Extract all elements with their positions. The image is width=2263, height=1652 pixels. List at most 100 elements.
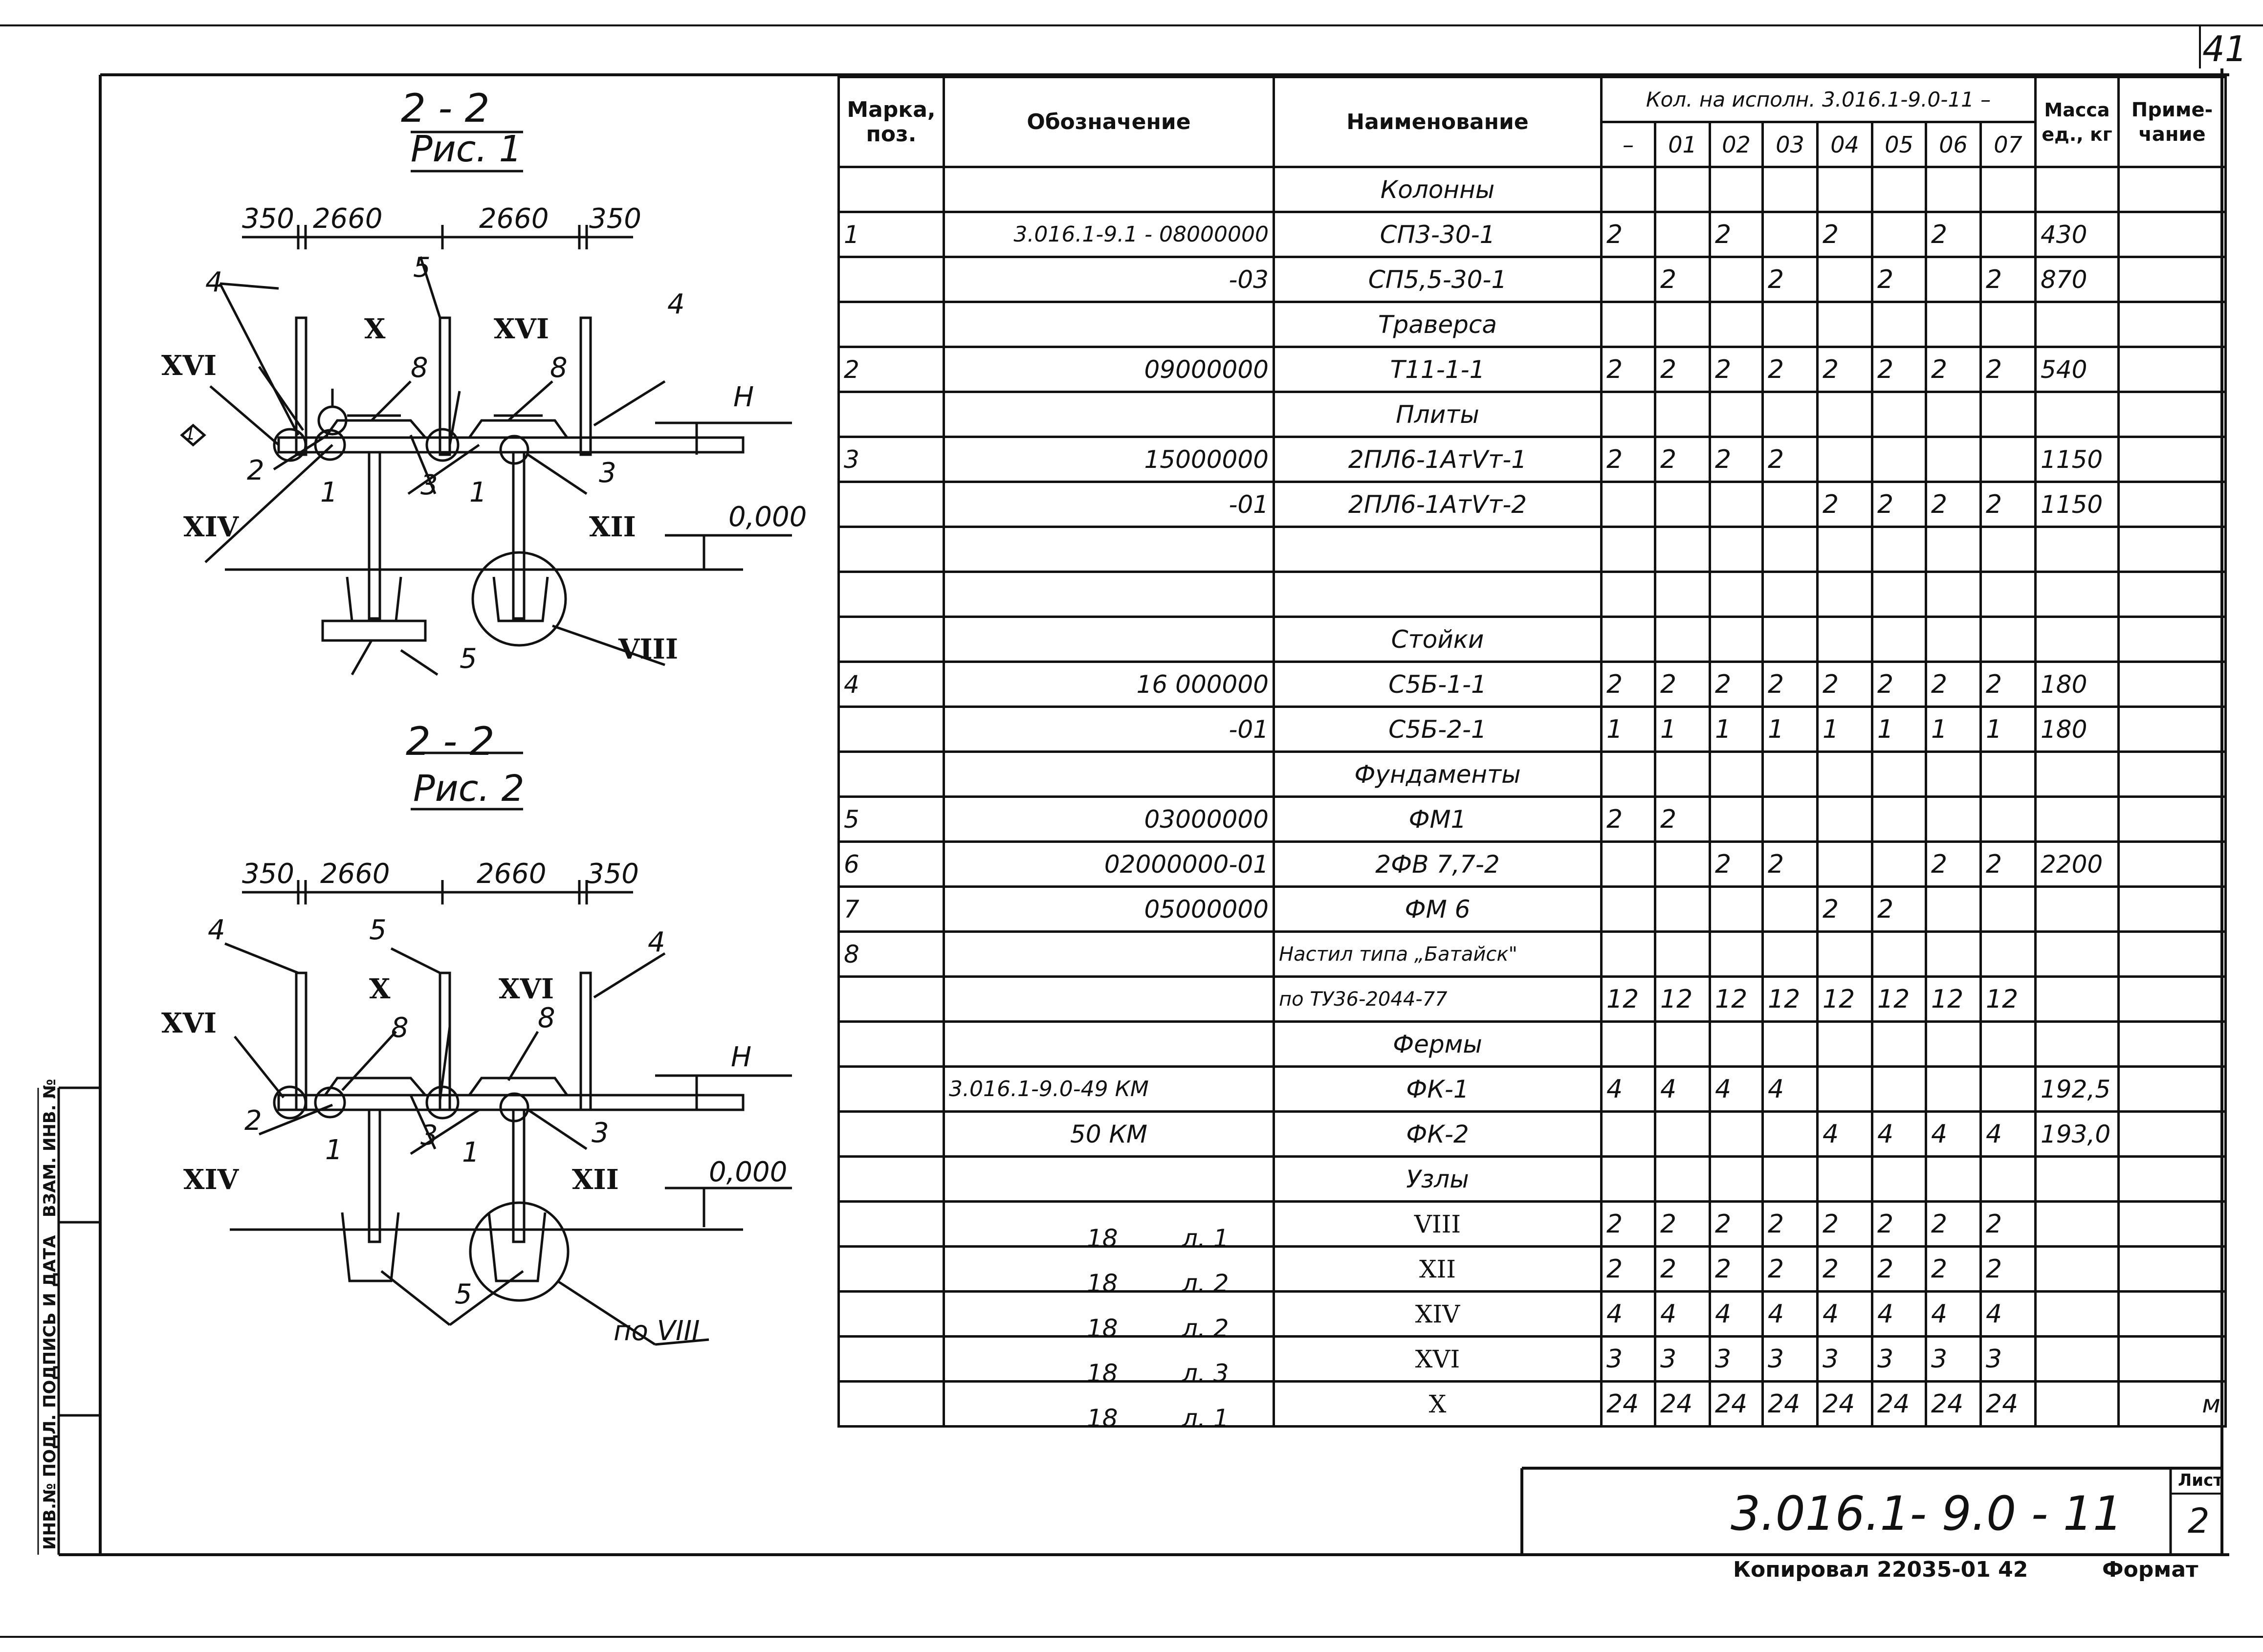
cell-note xyxy=(2117,750,2227,798)
cell-designation-doc: 18 xyxy=(1087,1224,1118,1247)
cell-note xyxy=(2117,1335,2227,1383)
table-row: Стойки xyxy=(837,616,2227,663)
cell-qty xyxy=(1925,1020,1982,1068)
cell-designation-sheet: л. 2 xyxy=(1182,1314,1229,1337)
cell-qty xyxy=(1816,1020,1873,1068)
cell-mass xyxy=(2034,930,2120,978)
cell-qty: 2 xyxy=(1871,346,1927,393)
cell-qty xyxy=(1871,211,1927,258)
header-designation: Обозначение xyxy=(943,76,1275,168)
cell-qty: 2 xyxy=(1979,1245,2037,1293)
cell-designation-doc: 18 xyxy=(1087,1314,1118,1337)
cell-qty xyxy=(1709,256,1764,303)
cell-qty: 3 xyxy=(1816,1335,1873,1383)
cell-mass: 430 xyxy=(2034,211,2120,258)
cell-qty: 24 xyxy=(1709,1380,1764,1428)
cell-qty xyxy=(1979,885,2037,933)
header-variant: 03 xyxy=(1761,121,1819,168)
cell-designation xyxy=(943,526,1275,573)
cell-name: ФК-2 xyxy=(1273,1110,1603,1158)
cell-qty: 2 xyxy=(1761,840,1819,888)
header-variant: 06 xyxy=(1925,121,1982,168)
cell-name: XII xyxy=(1273,1245,1603,1293)
fig2-label-5: 5 xyxy=(369,914,387,946)
cell-qty: 2 xyxy=(1925,1245,1982,1293)
cell-qty xyxy=(1600,930,1656,978)
cell-note xyxy=(2117,616,2227,663)
cell-name: Узлы xyxy=(1273,1155,1603,1203)
cell-qty: 24 xyxy=(1761,1380,1819,1428)
cell-qty xyxy=(1979,211,2037,258)
fig1-diamond-label: 1 xyxy=(185,424,196,444)
fig1-label-3b: 3 xyxy=(599,457,616,489)
fig1-section-label: 2 - 2 xyxy=(401,86,490,131)
cell-qty: 3 xyxy=(1871,1335,1927,1383)
cell-qty: 2 xyxy=(1709,1200,1764,1248)
cell-mark: 5 xyxy=(837,795,945,843)
table-row: Колонны xyxy=(837,166,2227,213)
cell-qty xyxy=(1979,1155,2037,1203)
cell-designation: 03000000 xyxy=(943,795,1275,843)
cell-qty: 2 xyxy=(1816,885,1873,933)
cell-qty xyxy=(1979,301,2037,348)
cell-mass xyxy=(2034,1020,2120,1068)
cell-mass xyxy=(2034,1245,2120,1293)
cell-qty xyxy=(1979,526,2037,573)
cell-note xyxy=(2117,301,2227,348)
table-row xyxy=(837,526,2227,573)
cell-qty xyxy=(1761,1155,1819,1203)
cell-qty: 1 xyxy=(1654,705,1711,753)
cell-mass xyxy=(2034,885,2120,933)
header-variant: 07 xyxy=(1979,121,2037,168)
fig1-label-3a: 3 xyxy=(420,469,438,501)
cell-mass: 2200 xyxy=(2034,840,2120,888)
fig2-label-XIV: XIV xyxy=(183,1164,239,1196)
cell-qty xyxy=(1871,930,1927,978)
cell-qty: 2 xyxy=(1709,1245,1764,1293)
cell-qty xyxy=(1600,616,1656,663)
cell-note xyxy=(2117,1245,2227,1293)
cell-qty xyxy=(1979,1020,2037,1068)
cell-qty xyxy=(1979,616,2037,663)
cell-qty xyxy=(1709,750,1764,798)
cell-qty: 2 xyxy=(1654,1245,1711,1293)
cell-name: X xyxy=(1273,1380,1603,1428)
cell-qty: 1 xyxy=(1709,705,1764,753)
cell-qty: 2 xyxy=(1871,481,1927,528)
cell-note xyxy=(2117,1110,2227,1158)
cell-name: Стойки xyxy=(1273,616,1603,663)
cell-qty xyxy=(1761,481,1819,528)
header-name: Наименование xyxy=(1273,76,1603,168)
cell-qty xyxy=(1709,1110,1764,1158)
cell-qty xyxy=(1761,750,1819,798)
cell-qty xyxy=(1709,526,1764,573)
cell-qty: 1 xyxy=(1761,705,1819,753)
cell-qty xyxy=(1979,166,2037,213)
cell-qty xyxy=(1654,211,1711,258)
cell-qty: 2 xyxy=(1709,840,1764,888)
header-qty-group: Кол. на исполн. 3.016.1-9.0-11 – xyxy=(1600,76,2037,123)
fig1-label-H: Н xyxy=(733,381,754,413)
cell-name: ФМ1 xyxy=(1273,795,1603,843)
cell-name: 2ПЛ6-1АтVт-2 xyxy=(1273,481,1603,528)
cell-qty xyxy=(1925,1155,1982,1203)
cell-qty: 12 xyxy=(1871,975,1927,1023)
cell-qty xyxy=(1761,930,1819,978)
cell-qty xyxy=(1600,571,1656,618)
sheet-label: Лист xyxy=(2178,1471,2223,1490)
cell-qty xyxy=(1600,1020,1656,1068)
cell-name xyxy=(1273,526,1603,573)
cell-note xyxy=(2117,481,2227,528)
fig2-label-4a: 4 xyxy=(208,914,225,946)
cell-note xyxy=(2117,166,2227,213)
cell-qty xyxy=(1925,436,1982,483)
cell-qty: 2 xyxy=(1816,481,1873,528)
table-row: Фундаменты xyxy=(837,750,2227,798)
cell-qty: 2 xyxy=(1979,1200,2037,1248)
cell-mark xyxy=(837,1335,945,1383)
cell-name: XIV xyxy=(1273,1290,1603,1338)
